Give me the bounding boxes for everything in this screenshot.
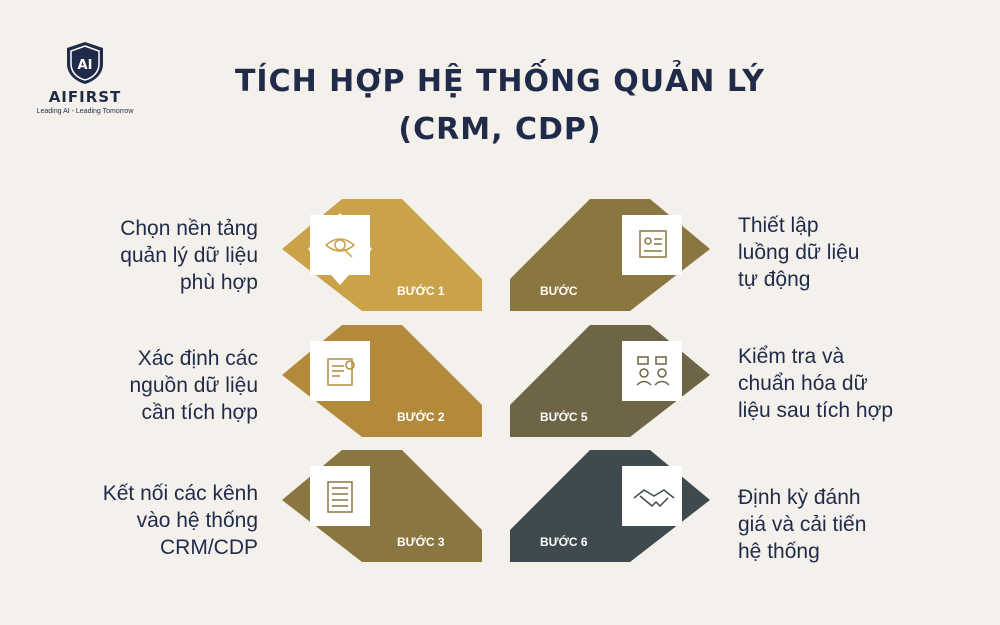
brand-logo: AI AIFIRST Leading AI - Leading Tomorrow bbox=[30, 40, 140, 115]
step-label: BƯỚC 2 bbox=[397, 410, 445, 424]
handshake-icon bbox=[633, 489, 675, 508]
step-6: BƯỚC 6 bbox=[510, 450, 710, 562]
document-list-icon bbox=[327, 481, 353, 513]
step-2-description: Xác định các nguồn dữ liệu cần tích hợp bbox=[129, 347, 259, 424]
step-3-description: Kết nối các kênh vào hệ thống CRM/CDP bbox=[102, 482, 258, 559]
people-chat-icon bbox=[636, 356, 670, 386]
brand-tagline: Leading AI - Leading Tomorrow bbox=[36, 108, 134, 115]
logo-mark: AI bbox=[78, 58, 93, 73]
step-5: BƯỚC 5 bbox=[510, 325, 710, 437]
step-4: BƯỚC bbox=[510, 199, 710, 311]
profile-document-icon bbox=[639, 230, 667, 258]
certificate-icon bbox=[327, 358, 355, 386]
step-label: BƯỚC 6 bbox=[540, 535, 588, 549]
step-1: BƯỚC 1 bbox=[282, 199, 482, 311]
step-label: BƯỚC bbox=[540, 284, 578, 298]
step-6-description: Định kỳ đánh giá và cải tiến hệ thống bbox=[738, 486, 867, 563]
shield-logo-icon: AI bbox=[67, 42, 103, 84]
step-label: BƯỚC 1 bbox=[397, 284, 445, 298]
eye-search-icon bbox=[324, 238, 356, 258]
step-2: BƯỚC 2 bbox=[282, 325, 482, 437]
brand-name: AIFIRST bbox=[48, 88, 122, 106]
step-3: BƯỚC 3 bbox=[282, 450, 482, 562]
step-4-description: Thiết lập luồng dữ liệu tự động bbox=[738, 214, 860, 291]
step-1-description: Chọn nền tảng quản lý dữ liệu phù hợp bbox=[120, 217, 258, 294]
step-5-description: Kiểm tra và chuẩn hóa dữ liệu sau tích h… bbox=[738, 345, 894, 422]
page-title: TÍCH HỢP HỆ THỐNG QUẢN LÝ bbox=[234, 64, 766, 99]
page-subtitle: (CRM, CDP) bbox=[398, 112, 602, 147]
step-label: BƯỚC 5 bbox=[540, 410, 588, 424]
step-label: BƯỚC 3 bbox=[397, 535, 445, 549]
